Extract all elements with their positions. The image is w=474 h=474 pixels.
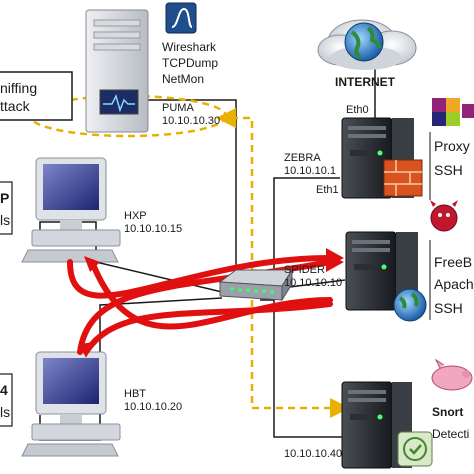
attack-flow-spider-hxp (89, 259, 333, 330)
freebsd-daemon-icon (430, 200, 458, 232)
zebra-eth0: Eth0 (346, 104, 369, 116)
attack-box-line2: ttack (0, 98, 30, 114)
attack-arrowheads (80, 248, 344, 358)
hbt-name: HBT (124, 388, 146, 400)
link-switch-spider (281, 279, 346, 289)
tool-wireshark: Wireshark (162, 40, 217, 54)
attack-flow-hxp-spider (67, 255, 333, 299)
detection-target-icon (397, 431, 433, 467)
link-switch-snort (260, 299, 342, 438)
zebra-service-proxy: Proxy (434, 138, 470, 154)
zebra-service-ssh: SSH (434, 162, 463, 178)
spider-service-freebsd: FreeB (434, 254, 473, 270)
hbt-side-box (0, 373, 13, 427)
spider-service-apache: Apach (434, 276, 474, 292)
puma-name: PUMA (162, 102, 194, 114)
mirror-up (216, 108, 254, 272)
network-switch-icon (218, 268, 293, 302)
mirror-down (250, 300, 350, 418)
puma-server-icon (85, 9, 149, 133)
spider-ip: 10.10.10.10 (284, 277, 343, 289)
zebra-eth1: Eth1 (316, 184, 339, 196)
link-zebra-switch (273, 177, 340, 272)
spider-name: SPIDER (284, 264, 325, 276)
snort-subtitle: Detecti (432, 427, 470, 441)
link-puma-switch (146, 99, 237, 270)
link-hxp-switch (39, 221, 223, 293)
hxp-ip: 10.10.10.15 (124, 223, 183, 235)
spider-service-ssh: SSH (434, 300, 463, 316)
snort-host-ip: 10.10.10.40 (284, 448, 343, 460)
spider-server-icon (345, 231, 418, 311)
wireshark-icon (165, 2, 197, 34)
hbt-computer-icon (21, 351, 121, 457)
hxp-side-sub: ls (0, 212, 11, 228)
hbt-ip: 10.10.10.20 (124, 401, 183, 413)
hxp-side-box (0, 181, 13, 235)
hbt-side-name: 4 (0, 382, 8, 398)
zebra-name: ZEBRA (284, 152, 321, 164)
puma-ip: 10.10.10.30 (162, 115, 221, 127)
zebra-ip: 10.10.10.1 (284, 165, 336, 177)
centos-logo-icon (432, 98, 474, 126)
hxp-name: HXP (124, 210, 147, 222)
snort-pig-icon (431, 358, 473, 391)
globe-small-icon (393, 288, 427, 322)
tool-tcpdump: TCPDump (162, 56, 219, 70)
attack-box-line1: niffing (0, 80, 38, 96)
attack-box (0, 71, 73, 121)
attack-flow-spider-hbt (83, 301, 333, 355)
internet-label: INTERNET (335, 75, 395, 89)
firewall-icon (383, 159, 423, 197)
tool-netmon: NetMon (162, 72, 205, 86)
hxp-computer-icon (21, 157, 121, 263)
hbt-side-sub: ls (0, 404, 11, 420)
internet-cloud-icon (317, 19, 417, 70)
hxp-side-name: P (0, 190, 10, 206)
snort-title: Snort (432, 405, 464, 419)
